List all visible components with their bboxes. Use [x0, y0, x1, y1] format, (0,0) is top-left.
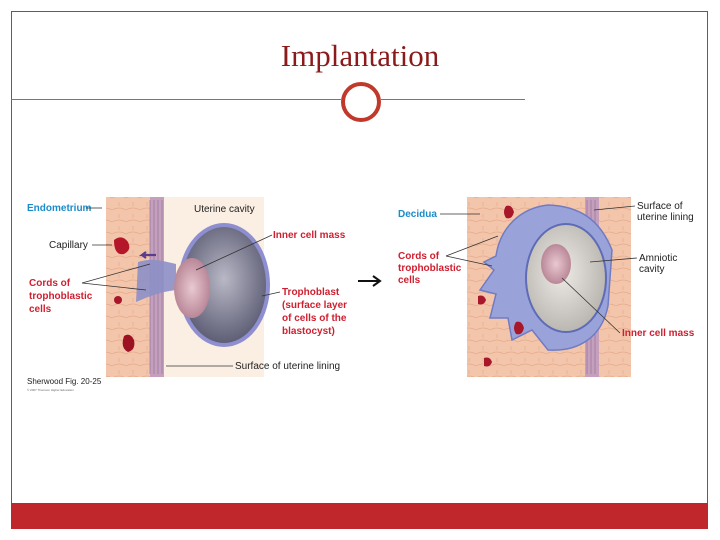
circle-ring-icon	[341, 82, 381, 122]
label-inner-cell-mass-left: Inner cell mass	[273, 230, 346, 241]
label-trophoblast-3: of cells of the	[282, 313, 347, 324]
label-cords-left-1: Cords of	[29, 278, 71, 289]
label-cords-right-3: cells	[398, 275, 421, 286]
right-diagram: Decidua Cords of trophoblastic cells Sur…	[398, 197, 695, 377]
arrow-right-icon	[358, 275, 382, 287]
leader-inner-cell-mass-left	[195, 234, 273, 271]
right-blood-cell-4	[484, 357, 492, 367]
label-cords-left-2: trophoblastic	[29, 291, 93, 302]
left-inner-cell-mass	[174, 258, 210, 318]
label-trophoblast-4: blastocyst)	[282, 326, 335, 337]
title-divider-right	[381, 99, 525, 100]
label-surface-right-1: Surface of	[637, 201, 683, 212]
left-capillary-arrow-icon	[138, 251, 156, 259]
label-uterine-cavity: Uterine cavity	[194, 204, 255, 215]
leader-cords-left-a	[81, 263, 151, 284]
label-amniotic-1: Amniotic	[639, 253, 677, 264]
leader-trophoblast	[261, 291, 281, 297]
label-cords-right-2: trophoblastic	[398, 263, 462, 274]
leader-inner-cell-mass-right	[561, 277, 621, 334]
footer-bar	[11, 503, 708, 529]
label-cords-left-3: cells	[29, 304, 52, 315]
leader-cords-right-b	[445, 255, 493, 267]
leader-surface-right	[593, 205, 636, 211]
right-blood-cell-3	[514, 321, 524, 335]
label-surface-right-2: uterine lining	[637, 212, 694, 223]
slide-title: Implantation	[280, 38, 440, 73]
right-blood-cell-1	[504, 205, 514, 219]
left-diagram: Endometrium Uterine cavity Capillary Inn…	[27, 197, 347, 392]
figure-credit: Sherwood Fig. 20-25	[27, 377, 102, 386]
leader-amniotic	[589, 257, 638, 263]
label-surface-uterine-lining-left: Surface of uterine lining	[235, 361, 340, 372]
figure-copyright: © 2007 Thomson Higher Education	[27, 388, 74, 392]
left-capillary-vessel	[114, 237, 130, 255]
label-cords-right-1: Cords of	[398, 251, 440, 262]
leader-cords-left-b	[81, 282, 147, 291]
leader-cords-right-a	[445, 235, 499, 257]
label-trophoblast-1: Trophoblast	[282, 287, 340, 298]
left-blood-cell	[114, 296, 122, 304]
label-decidua: Decidua	[398, 209, 437, 220]
left-blood-clot	[122, 334, 135, 352]
label-trophoblast-2: (surface layer	[282, 300, 347, 311]
label-endometrium: Endometrium	[27, 203, 92, 214]
title-divider-left	[11, 99, 341, 100]
label-inner-cell-mass-right: Inner cell mass	[622, 328, 695, 339]
right-inner-cell-mass	[541, 244, 571, 284]
right-blood-cell-2	[478, 295, 486, 305]
label-capillary: Capillary	[49, 240, 88, 251]
left-trophoblastic-cords	[136, 259, 176, 302]
label-amniotic-2: cavity	[639, 264, 665, 275]
